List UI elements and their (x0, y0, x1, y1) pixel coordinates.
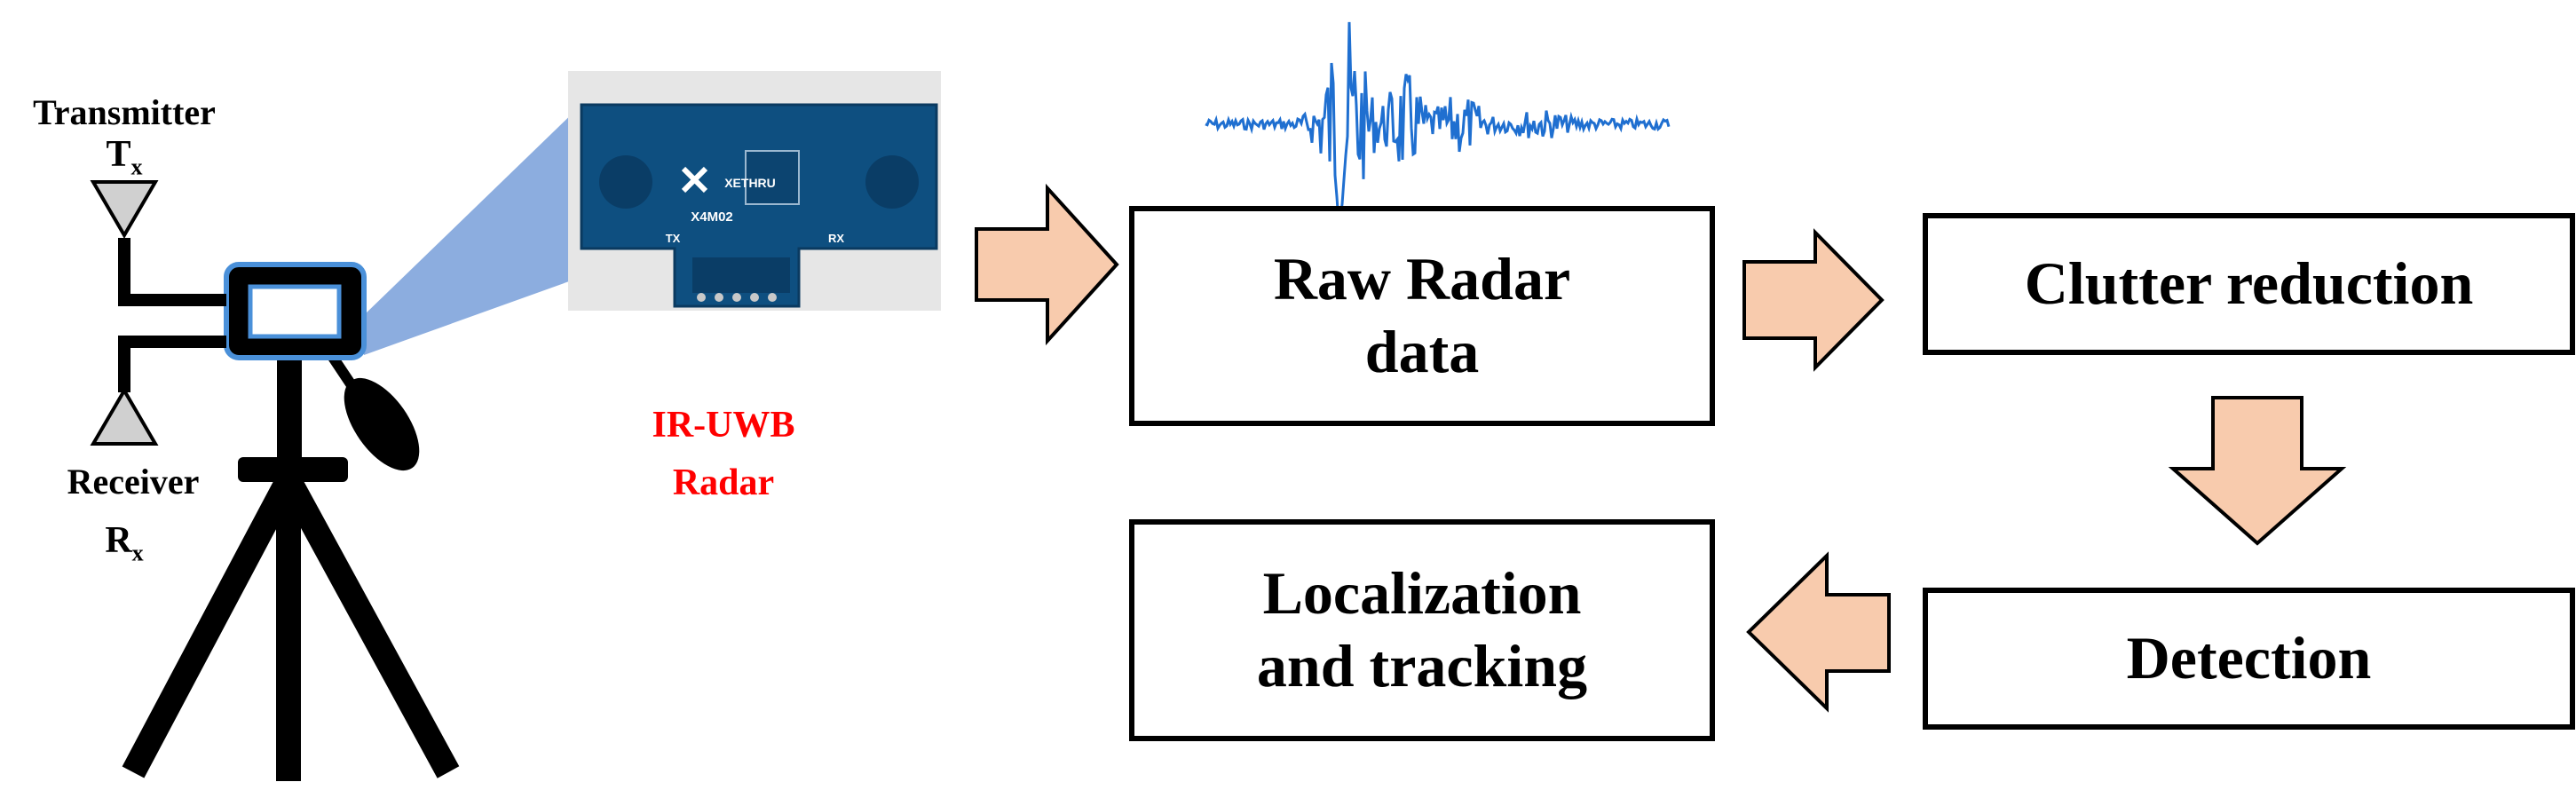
radar-name-line1: IR-UWB (652, 405, 795, 446)
arrow-to-raw (975, 183, 1119, 346)
tx-main: T (106, 134, 131, 175)
clutter-line1: Clutter reduction (2024, 249, 2474, 318)
receiver-label: Receiver (67, 462, 200, 502)
radar-waveform (1205, 21, 1671, 224)
raw-line1: Raw Radar (1273, 245, 1571, 313)
clutter-reduction-box: Clutter reduction (1923, 213, 2575, 355)
arrow-to-clutter (1742, 228, 1885, 372)
localization-line1: Localization (1262, 559, 1582, 628)
rx-sub: x (131, 540, 144, 566)
arrow-to-detection (2168, 396, 2347, 546)
receiver-antenna-icon (90, 387, 159, 446)
radar-board-image (568, 71, 941, 311)
detection-box: Detection (1923, 588, 2575, 730)
localization-tracking-box: Localization and tracking (1129, 519, 1715, 741)
raw-radar-data-box: Raw Radar data (1129, 206, 1715, 426)
tx-symbol: Tx (89, 133, 160, 180)
board-tx-label: TX (665, 232, 681, 245)
rx-symbol: Rx (89, 519, 160, 566)
transmitter-antenna-icon (90, 180, 159, 239)
radar-beam (364, 105, 581, 355)
raw-line2: data (1364, 318, 1480, 385)
rx-main: R (105, 520, 132, 561)
localization-line2: and tracking (1256, 632, 1588, 699)
board-rx-label: RX (827, 232, 845, 245)
tripod-icon (122, 339, 460, 781)
detection-line1: Detection (2126, 624, 2372, 692)
board-brand-label: XETHRU (724, 176, 776, 190)
radar-name-line2: Radar (672, 462, 775, 503)
transmitter-label: Transmitter (33, 92, 216, 132)
arrow-to-localization (1746, 551, 1891, 713)
board-model-label: X4M02 (691, 209, 733, 225)
tx-sub: x (130, 154, 143, 180)
